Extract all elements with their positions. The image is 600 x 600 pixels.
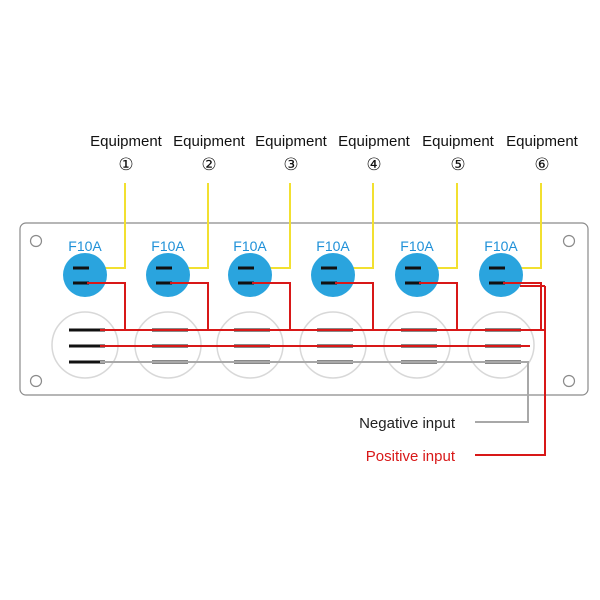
mount-hole-bottom-right (562, 374, 576, 388)
fuse-layer: F10A F10A F10A F10A F10A F10A (63, 238, 523, 297)
equipment-number-5: ⑤ (450, 155, 465, 175)
negative-input-wire (100, 361, 529, 423)
mount-hole-top-right (562, 234, 576, 248)
fuse-label-5: F10A (400, 238, 434, 254)
fuse-feed-wire-3 (252, 282, 291, 330)
positive-input-wire (475, 286, 546, 456)
fuse-feed-wire-6 (503, 282, 542, 330)
fuse-2 (146, 253, 190, 297)
equipment-labels: Equipment ① Equipment ② Equipment ③ Equipment ④… (90, 133, 579, 175)
fuse-label-4: F10A (316, 238, 350, 254)
fuse-label-3: F10A (233, 238, 267, 254)
fuse-feed-wire-1 (87, 282, 126, 330)
fuse-3 (228, 253, 272, 297)
fuse-5 (395, 253, 439, 297)
fuse-label-6: F10A (484, 238, 518, 254)
fuse-6 (479, 253, 523, 297)
equipment-label-4: Equipment (338, 133, 411, 150)
positive-wires (87, 282, 546, 456)
mount-hole-bottom-left (29, 374, 43, 388)
equipment-number-2: ② (201, 155, 216, 175)
negative-input-label: Negative input (359, 415, 456, 432)
fuse-label-1: F10A (68, 238, 102, 254)
equipment-label-6: Equipment (506, 133, 579, 150)
mount-hole-top-left (29, 234, 43, 248)
equipment-number-3: ③ (283, 155, 298, 175)
equipment-number-1: ① (118, 155, 133, 175)
equipment-number-4: ④ (366, 155, 381, 175)
fuse-feed-wire-2 (170, 282, 209, 330)
equipment-number-6: ⑥ (534, 155, 549, 175)
fuse-4 (311, 253, 355, 297)
equipment-label-5: Equipment (422, 133, 495, 150)
negative-wires (100, 361, 529, 423)
equipment-label-1: Equipment (90, 133, 163, 150)
fuse-feed-wire-5 (419, 282, 458, 330)
fuse-label-2: F10A (151, 238, 185, 254)
fuse-feed-wire-4 (335, 282, 374, 330)
equipment-label-3: Equipment (255, 133, 328, 150)
fuse-1 (63, 253, 107, 297)
equipment-label-2: Equipment (173, 133, 246, 150)
positive-input-label: Positive input (366, 448, 456, 465)
